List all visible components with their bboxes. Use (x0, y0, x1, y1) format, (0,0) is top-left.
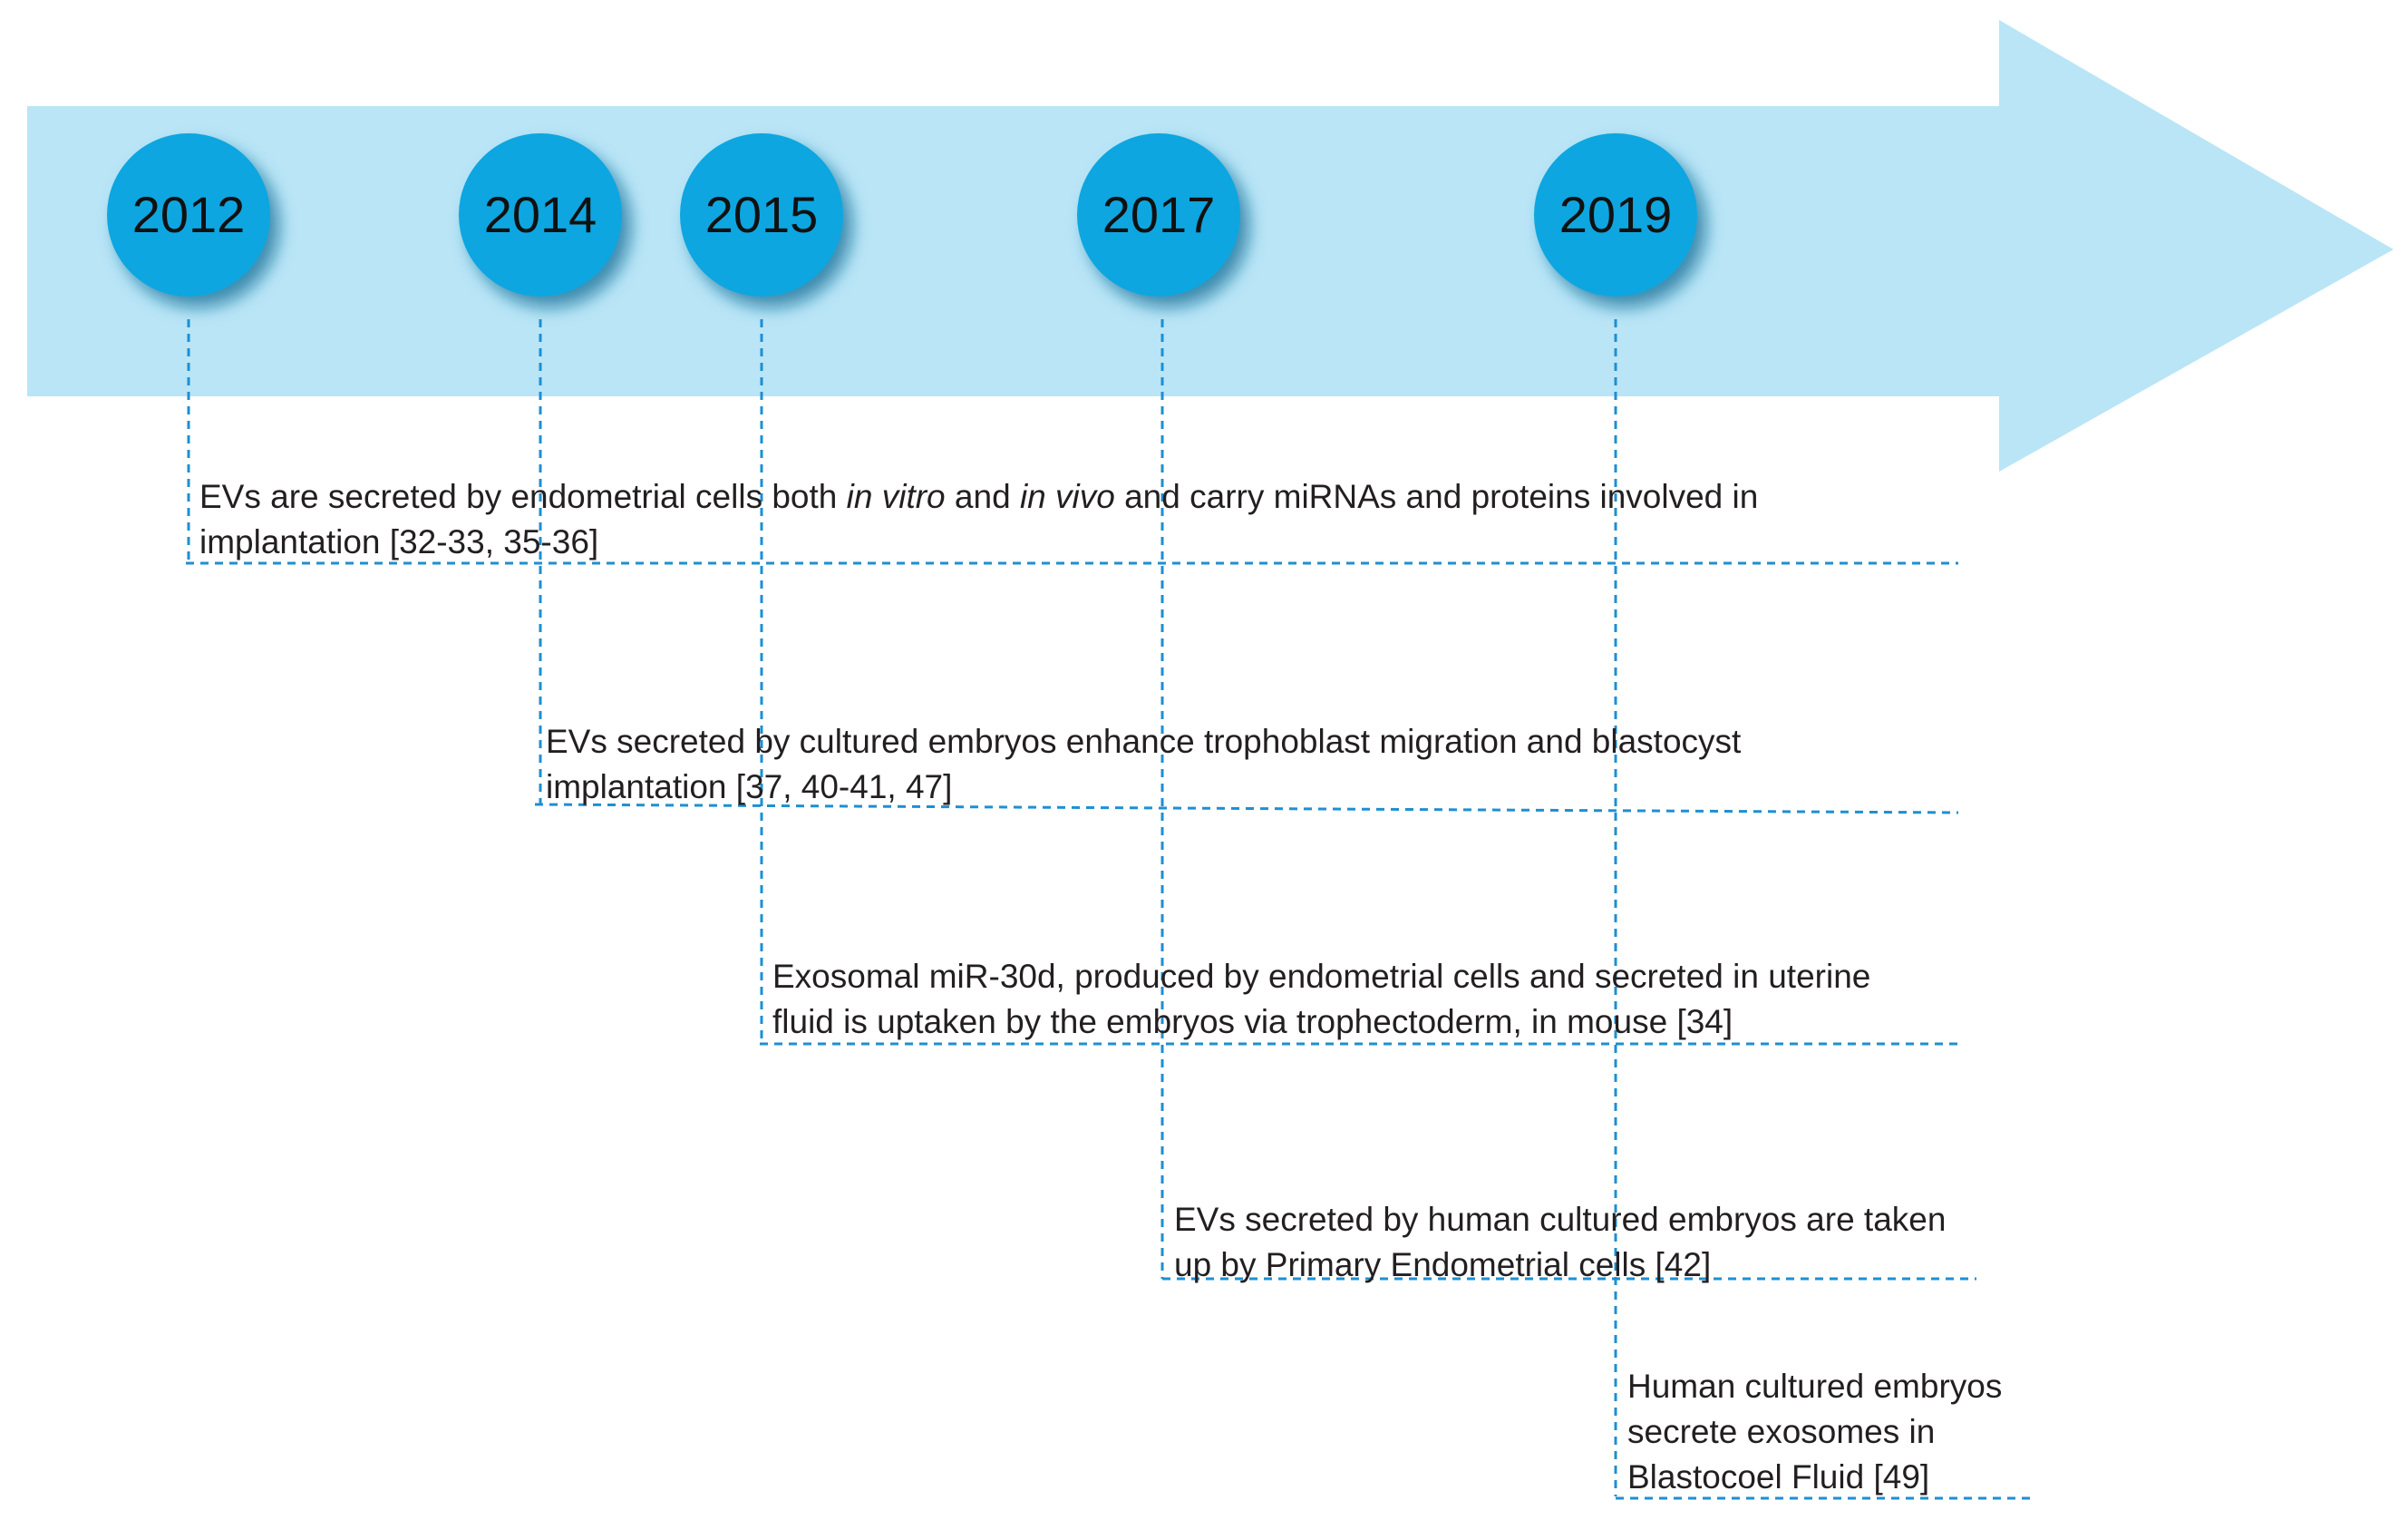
year-marker-2015: 2015 (680, 133, 843, 297)
year-label: 2015 (705, 186, 819, 243)
event-line: fluid is uptaken by the embryos via trop… (772, 1003, 1733, 1040)
event-note-2017: EVs secreted by human cultured embryos a… (1174, 1197, 1946, 1288)
event-line: Blastocoel Fluid [49] (1627, 1458, 1930, 1496)
event-line: EVs secreted by cultured embryos enhance… (546, 723, 1742, 760)
event-line: Human cultured embryos (1627, 1368, 2003, 1405)
year-label: 2014 (484, 186, 597, 243)
year-label: 2017 (1102, 186, 1216, 243)
italic-in-vivo: in vivo (1019, 478, 1115, 515)
event-line: EVs secreted by human cultured embryos a… (1174, 1201, 1947, 1238)
event-note-2015: Exosomal miR-30d, produced by endometria… (772, 954, 1870, 1045)
event-line: implantation [37, 40-41, 47] (546, 768, 953, 805)
year-marker-2012: 2012 (107, 133, 270, 297)
event-line: Exosomal miR-30d, produced by endometria… (772, 958, 1871, 995)
year-marker-2017: 2017 (1077, 133, 1240, 297)
event-line: secrete exosomes in (1627, 1413, 1936, 1450)
year-label: 2012 (132, 186, 246, 243)
event-line: EVs are secreted by endometrial cells bo… (199, 478, 1759, 515)
year-markers: 2012 2014 2015 2017 2019 (107, 133, 1697, 297)
event-note-2019: Human cultured embryos secrete exosomes … (1627, 1364, 2002, 1500)
italic-in-vitro: in vitro (846, 478, 946, 515)
year-marker-2014: 2014 (459, 133, 622, 297)
baseline-2014 (534, 803, 1959, 814)
year-marker-2019: 2019 (1534, 133, 1697, 297)
event-line: up by Primary Endometrial cells [42] (1174, 1246, 1712, 1283)
connector-lines (186, 319, 2035, 1500)
event-note-2012: EVs are secreted by endometrial cells bo… (199, 474, 1758, 565)
event-note-2014: EVs secreted by cultured embryos enhance… (546, 719, 1741, 810)
event-line: implantation [32-33, 35-36] (199, 523, 599, 560)
year-label: 2019 (1559, 186, 1673, 243)
